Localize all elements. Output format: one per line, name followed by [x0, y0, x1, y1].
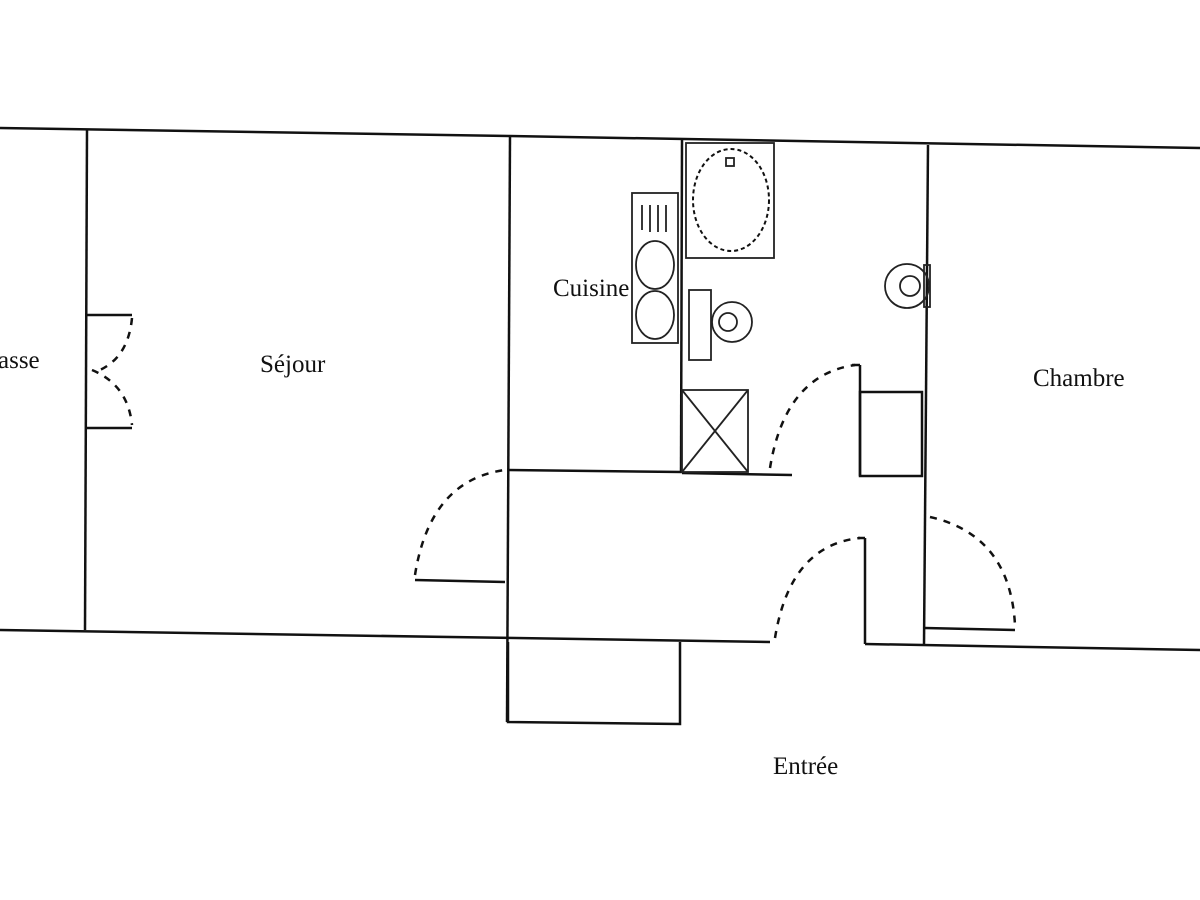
- stove: [631, 192, 679, 344]
- washbasin: [884, 263, 931, 309]
- shower: [681, 389, 749, 473]
- room-label-chambre: Chambre: [1033, 365, 1125, 392]
- toilet: [688, 289, 753, 361]
- room-label-cuisine: Cuisine: [553, 275, 629, 302]
- room-label-sejour: Séjour: [260, 351, 326, 378]
- room-label-terrasse: asse: [0, 347, 40, 374]
- terrasse-door-bottom: [91, 368, 134, 426]
- closets: [506, 390, 924, 726]
- chambre-door: [929, 515, 1017, 626]
- doors: [91, 317, 1017, 639]
- entry-door: [773, 536, 861, 639]
- walls: [0, 126, 1200, 723]
- bathtub: [685, 142, 775, 259]
- terrasse-door-top: [94, 317, 134, 374]
- sejour-door: [413, 468, 506, 576]
- room-label-entree: Entrée: [773, 753, 838, 780]
- room-labels: asse Séjour Cuisine Chambre Entrée: [0, 275, 1125, 780]
- bathroom-door: [768, 363, 856, 469]
- fixtures: [631, 142, 931, 473]
